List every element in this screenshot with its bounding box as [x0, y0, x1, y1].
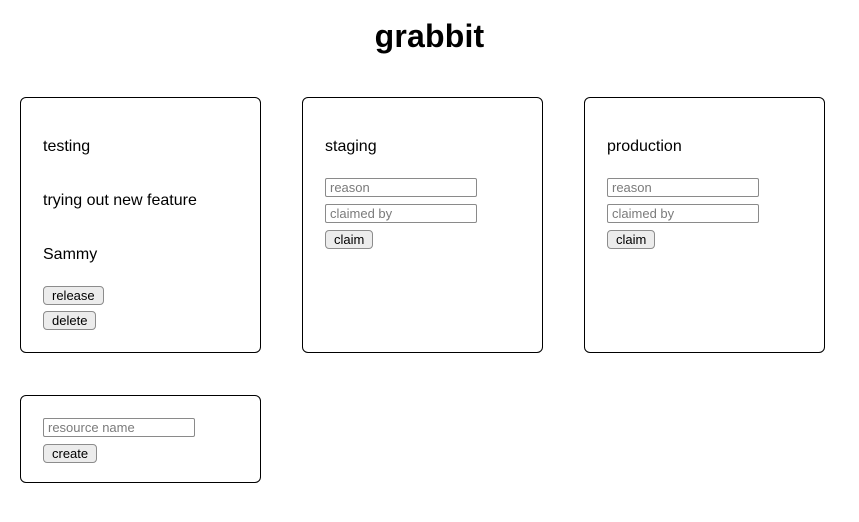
- resource-name: testing: [43, 138, 91, 155]
- resource-card-production: production claim: [584, 97, 825, 353]
- claimed-by-input[interactable]: [607, 204, 759, 223]
- claimed-by-text: Sammy: [43, 246, 98, 263]
- claim-button[interactable]: claim: [325, 230, 374, 249]
- reason-input[interactable]: [325, 178, 477, 197]
- create-resource-card: create: [20, 395, 261, 483]
- resource-grid: testing trying out new feature Sammy rel…: [20, 97, 826, 483]
- resource-name: production: [607, 138, 682, 155]
- claimed-by-input[interactable]: [325, 204, 477, 223]
- claim-reason-text: trying out new feature: [43, 192, 197, 209]
- resource-name: staging: [325, 138, 377, 155]
- resource-card-testing: testing trying out new feature Sammy rel…: [20, 97, 261, 353]
- resource-name-input[interactable]: [43, 418, 195, 437]
- claim-button[interactable]: claim: [607, 230, 656, 249]
- resource-card-staging: staging claim: [302, 97, 543, 353]
- create-button[interactable]: create: [43, 444, 98, 463]
- release-button[interactable]: release: [43, 286, 104, 305]
- page-title: grabbit: [374, 18, 485, 54]
- delete-button[interactable]: delete: [43, 311, 97, 330]
- reason-input[interactable]: [607, 178, 759, 197]
